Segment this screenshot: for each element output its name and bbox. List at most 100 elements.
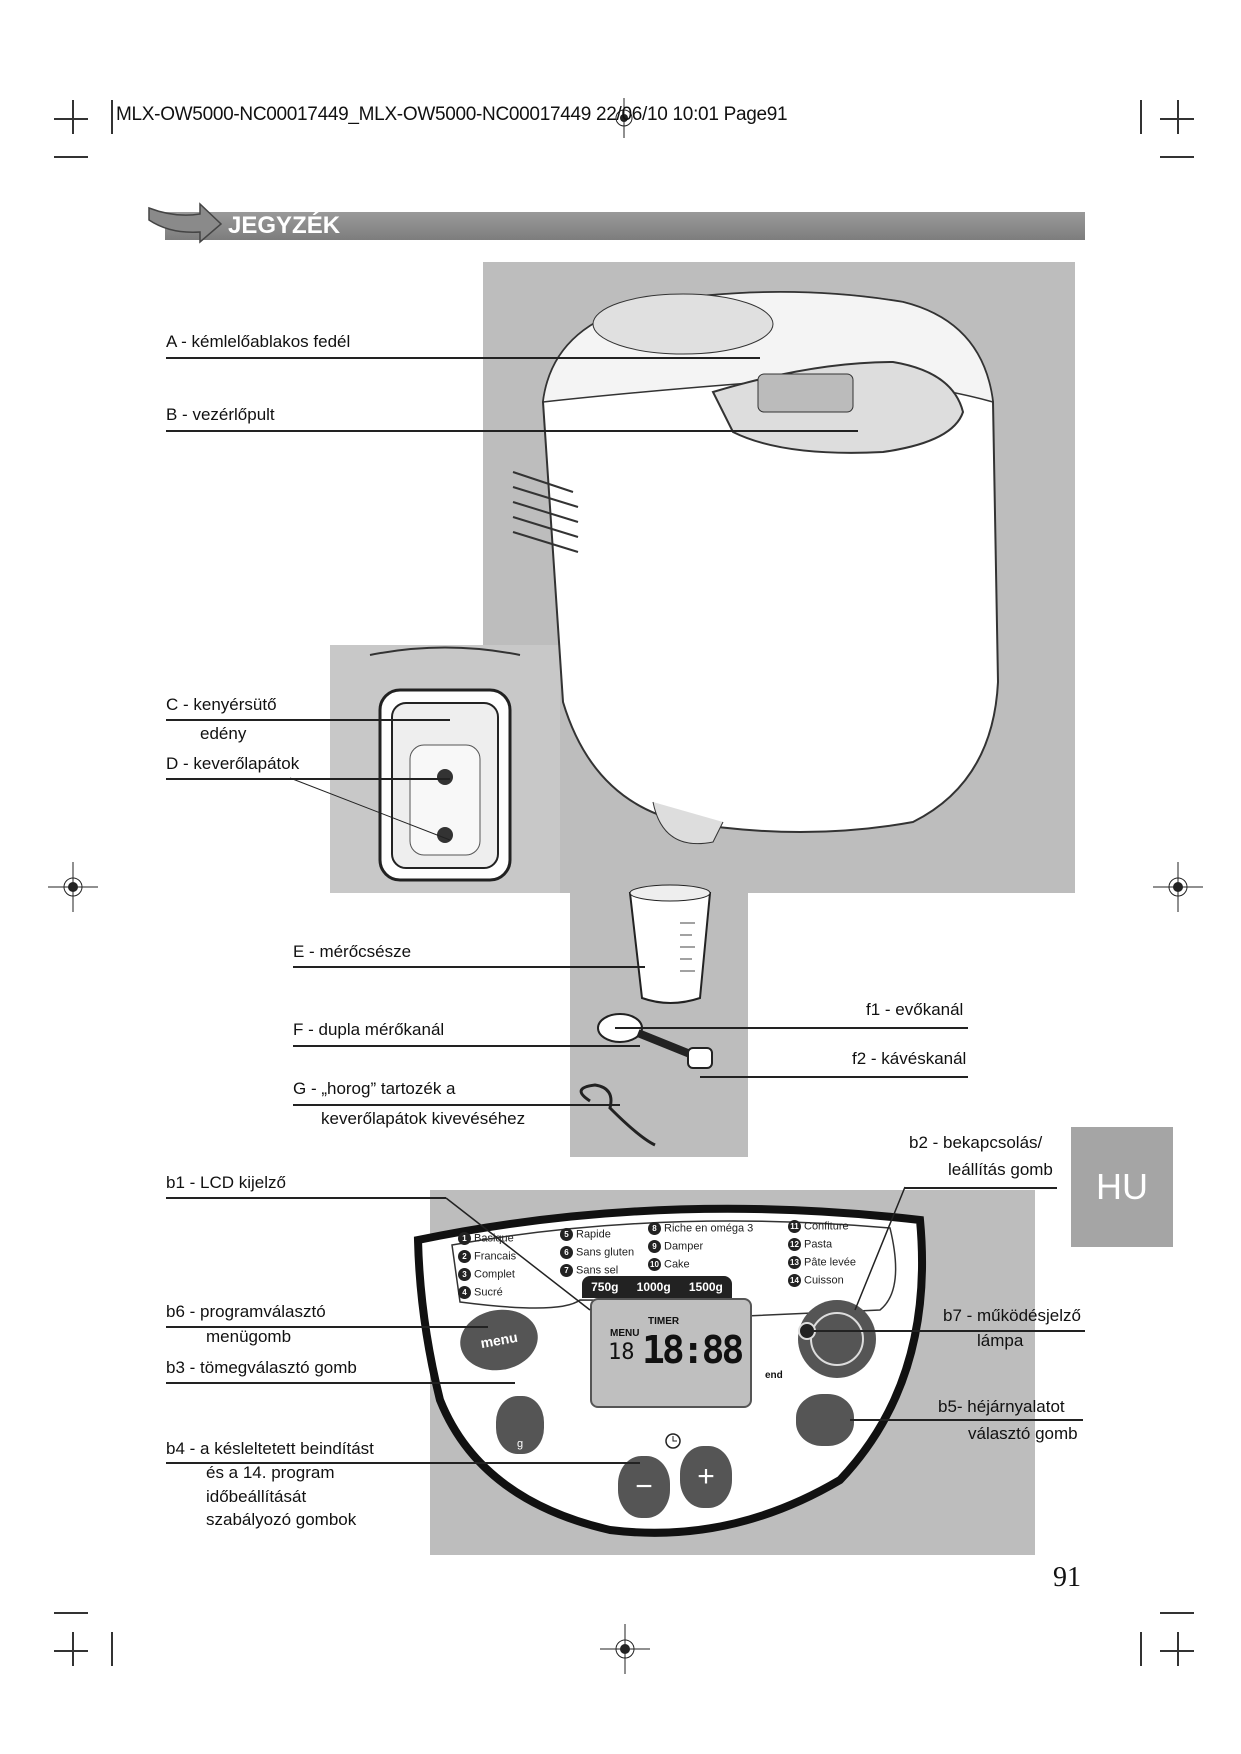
crop-mark [1140, 100, 1142, 134]
crop-mark [1177, 1632, 1179, 1666]
program-name: Damper [664, 1240, 704, 1253]
minus-button[interactable]: − [618, 1456, 670, 1518]
leader-line [293, 966, 645, 968]
crop-mark [54, 156, 88, 158]
crust-color-button[interactable] [796, 1394, 854, 1446]
program-name: Basique [474, 1232, 514, 1245]
label-b4: b4 - a késleltetett beindítást [166, 1439, 374, 1458]
leader-line [166, 357, 760, 359]
program-name: Sans gluten [576, 1246, 635, 1259]
program-number-badge: 6 [560, 1246, 573, 1259]
label-B: B - vezérlőpult [166, 405, 275, 424]
leader-line [905, 1187, 1057, 1189]
registration-mark-icon [615, 98, 633, 138]
label-F: F - dupla mérőkanál [293, 1020, 445, 1039]
program-name: Francais [474, 1250, 517, 1263]
leader-line [805, 1330, 1085, 1332]
label-b4-cont: időbeállítását [206, 1487, 307, 1506]
page-number: 91 [1053, 1562, 1081, 1593]
end-label: end [765, 1370, 783, 1381]
program-number-badge: 11 [788, 1220, 801, 1233]
program-name: Cuisson [804, 1274, 844, 1287]
label-b7: b7 - működésjelző [943, 1306, 1081, 1325]
program-number-badge: 8 [648, 1222, 661, 1235]
program-name: Pasta [804, 1238, 833, 1251]
program-name: Pâte levée [804, 1256, 856, 1269]
print-slug: MLX-OW5000-NC00017449_MLX-OW5000-NC00017… [116, 104, 788, 125]
crop-mark [111, 1632, 113, 1666]
lcd-time-digits: 18:88 [642, 1328, 744, 1372]
label-b2: b2 - bekapcsolás/ [909, 1133, 1043, 1152]
section-title: JEGYZÉK [228, 212, 341, 239]
weight-button[interactable]: g [496, 1396, 544, 1454]
program-name: Sucré [474, 1286, 503, 1299]
leader-line [166, 1326, 488, 1328]
power-icon [810, 1312, 864, 1366]
weight-1000: 1000g [636, 1280, 671, 1294]
lcd-menu-label: MENU [610, 1328, 640, 1339]
language-tab: HU [1071, 1127, 1173, 1247]
weight-750: 750g [591, 1280, 619, 1294]
lcd-display: MENU TIMER 18 18:88 [590, 1298, 752, 1408]
label-b5: b5- héjárnyalatot [938, 1397, 1065, 1416]
label-b4-cont: szabályozó gombok [206, 1510, 357, 1529]
crop-mark [72, 100, 74, 134]
program-name: Complet [474, 1268, 515, 1281]
program-number-badge: 9 [648, 1240, 661, 1253]
leader-line [293, 1104, 620, 1106]
leader-line [166, 1197, 446, 1199]
crop-mark [1177, 100, 1179, 134]
program-name: Sans sel [576, 1264, 619, 1277]
weight-indicator-bar: 750g 1000g 1500g [582, 1276, 732, 1298]
plus-button[interactable]: + [680, 1446, 732, 1508]
label-b1: b1 - LCD kijelző [166, 1173, 286, 1192]
accessories-illustration [579, 884, 713, 1147]
program-name: Riche en oméga 3 [664, 1222, 754, 1235]
program-number-badge: 12 [788, 1238, 801, 1251]
weight-1500: 1500g [688, 1280, 723, 1294]
lcd-program-digits: 18 [608, 1340, 635, 1365]
program-name: Rapide [576, 1228, 611, 1241]
label-D: D - keverőlapátok [166, 754, 300, 773]
program-number-badge: 2 [458, 1250, 471, 1263]
leader-line [293, 1045, 640, 1047]
label-C: C - kenyérsütő [166, 695, 277, 714]
leader-line [166, 1382, 515, 1384]
clock-icon [665, 1433, 681, 1449]
label-E: E - mérőcsésze [293, 942, 412, 961]
section-banner [165, 212, 1085, 240]
bread-maker-illustration [512, 291, 1000, 845]
leader-line [166, 719, 450, 721]
program-name: Cake [664, 1258, 690, 1271]
arrow-right-icon [148, 202, 223, 244]
label-b6: b6 - programválasztó [166, 1302, 326, 1321]
crop-mark [111, 100, 113, 134]
label-G-cont: keverőlapátok kivevéséhez [321, 1109, 526, 1128]
program-number-badge: 10 [648, 1258, 661, 1271]
registration-mark-icon [600, 1624, 650, 1674]
registration-mark-icon [1153, 862, 1203, 912]
label-b5-cont: választó gomb [968, 1424, 1078, 1443]
label-f1: f1 - evőkanál [866, 1000, 964, 1019]
crop-mark [1140, 1632, 1142, 1666]
label-A: A - kémlelőablakos fedél [166, 332, 351, 351]
label-b4-cont: és a 14. program [206, 1463, 335, 1482]
program-number-badge: 13 [788, 1256, 801, 1269]
program-number-badge: 3 [458, 1268, 471, 1281]
label-b7-cont: lámpa [977, 1331, 1024, 1350]
label-b2-cont: leállítás gomb [948, 1160, 1053, 1179]
crop-mark [54, 1650, 88, 1652]
crop-mark [54, 1612, 88, 1614]
label-b3: b3 - tömegválasztó gomb [166, 1358, 357, 1377]
leader-line [166, 778, 450, 780]
